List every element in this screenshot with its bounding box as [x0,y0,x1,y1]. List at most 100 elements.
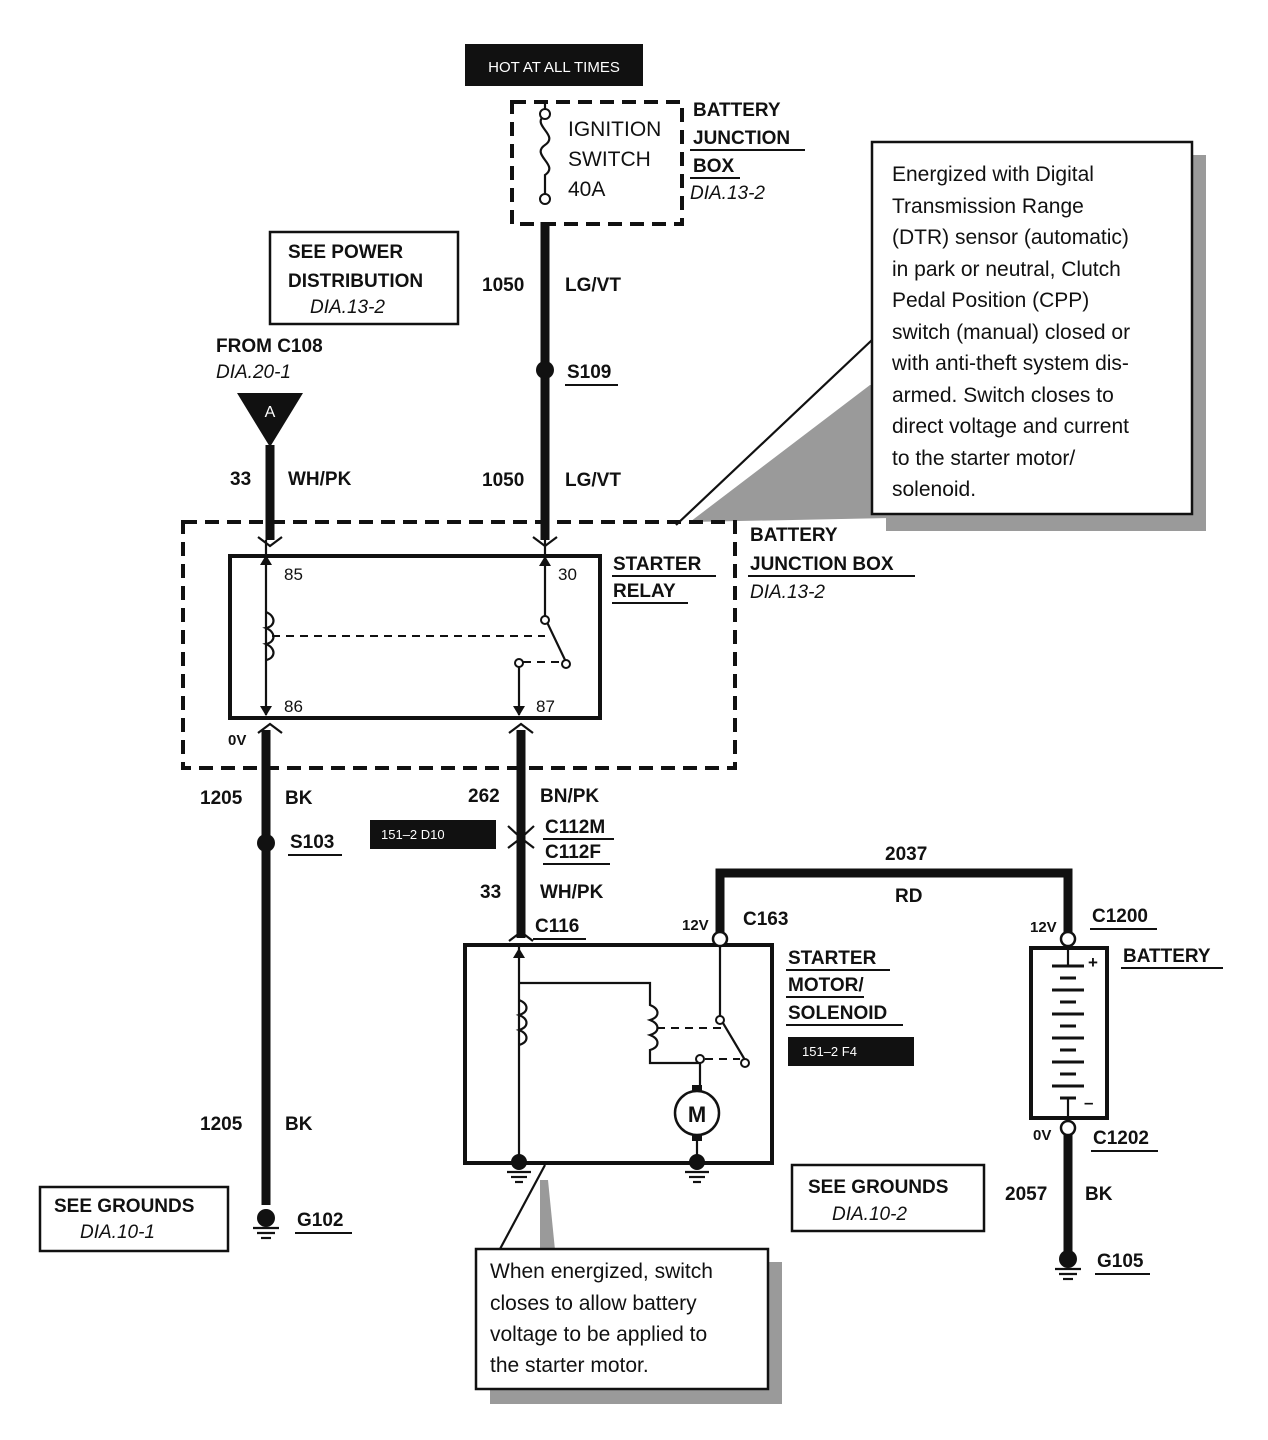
power-dist-ref: DIA.13-2 [310,297,385,318]
note-top-line1: Energized with Digital [892,163,1094,186]
note-top-line4: in park or neutral, Clutch [892,258,1121,281]
c163-label: C163 [743,909,788,930]
note-bottom: When energized, switch closes to allow b… [474,1164,782,1404]
c112m-label: C112M [545,817,605,838]
splice-s109-dot [536,361,554,379]
note-top-line3: (DTR) sensor (automatic) [892,226,1129,249]
w262-color: BN/PK [540,786,599,807]
splice-s103-label: S103 [290,832,334,853]
c1202-0v-label: 0V [1033,1127,1051,1144]
c163-12v-label: 12V [682,917,709,934]
relay-label-line1: STARTER [613,554,702,575]
note-top-line2: Transmission Range [892,195,1084,218]
relay-label-line2: RELAY [613,581,676,602]
splice-s109-label: S109 [567,362,611,383]
w2057-circuit: 2057 [1005,1184,1047,1205]
note-top-line10: to the starter motor/ [892,447,1075,470]
note-bottom-line4: the starter motor. [490,1354,649,1377]
starter-label-line3: SOLENOID [788,1003,887,1024]
w1050-top-color: LG/VT [565,275,621,296]
battery-cells-icon [1052,948,1084,1118]
see-grounds-2-line1: SEE GROUNDS [808,1177,948,1198]
ground-g105-icon [1055,1250,1081,1281]
w1205-bottom-circuit: 1205 [200,1114,243,1135]
w1205-top-circuit: 1205 [200,788,243,809]
locator-f4: 151–2 F4 [788,1037,914,1066]
ground-g105-label: G105 [1097,1251,1144,1272]
note-bottom-line2: closes to allow battery [490,1292,697,1315]
power-dist-line1: SEE POWER [288,242,403,263]
note-top-line7: with anti-theft system dis- [891,352,1129,375]
solenoid-coil-1 [515,998,528,1047]
relay-pin-85: 85 [284,565,303,584]
w1050-bottom-circuit: 1050 [482,470,524,491]
bjb-top-line2: JUNCTION [693,128,790,149]
splice-s103-dot [257,834,275,852]
relay-pin-87: 87 [536,697,555,716]
c1202-label: C1202 [1093,1128,1149,1149]
note-top: Energized with Digital Transmission Rang… [675,140,1206,531]
battery-label: BATTERY [1123,946,1211,967]
relay-pin-30: 30 [558,565,577,584]
c112f-label: C112F [545,842,601,863]
bjb-top-line1: BATTERY [693,100,781,121]
hot-at-all-times-label: HOT AT ALL TIMES [488,59,620,76]
relay-switch-contact [543,540,567,663]
fuse-label-line1: IGNITION [568,118,661,141]
starter-ground-icon-2 [685,1154,709,1184]
relay-0v-label: 0V [228,732,246,749]
bjb-mid-line1: BATTERY [750,525,838,546]
w33-bottom-color: WH/PK [540,882,604,903]
w1205-bottom-color: BK [285,1114,313,1135]
w1050-bottom-color: LG/VT [565,470,621,491]
wire-2037 [715,868,1073,938]
locator-f4-label: 151–2 F4 [802,1044,857,1059]
locator-d10: 151–2 D10 [370,820,496,849]
note-top-line8: armed. Switch closes to [892,384,1114,407]
c116-label: C116 [535,916,579,937]
starter-motor-box [463,943,774,1165]
from-c108-ref: DIA.20-1 [216,362,291,383]
c1200-label: C1200 [1092,906,1148,927]
note-bottom-line1: When energized, switch [490,1260,713,1283]
see-grounds-1-box [38,1185,230,1253]
battery-box [1029,946,1109,1120]
see-grounds-2-ref: DIA.10-2 [832,1204,907,1225]
see-power-distribution-box [268,230,460,326]
w262-circuit: 262 [468,786,500,807]
fuse-box-outline [510,100,684,226]
w2037-color: RD [895,886,922,907]
motor-label: M [688,1102,706,1127]
power-dist-line2: DISTRIBUTION [288,271,423,292]
w33-top-circuit: 33 [230,469,251,490]
note-top-line5: Pedal Position (CPP) [892,289,1089,312]
connector-a-label: A [265,404,276,421]
w1050-top-circuit: 1050 [482,275,524,296]
starter-label-line1: STARTER [788,948,877,969]
battery-plus: + [1088,953,1098,972]
w2037-circuit: 2037 [885,844,927,865]
hot-at-all-times-banner: HOT AT ALL TIMES [465,44,643,86]
w33-top-color: WH/PK [288,469,352,490]
w2057-color: BK [1085,1184,1113,1205]
see-grounds-1-ref: DIA.10-1 [80,1222,155,1243]
bjb-top-ref: DIA.13-2 [690,183,765,204]
c1200-12v-label: 12V [1030,919,1057,936]
from-c108-label: FROM C108 [216,336,323,357]
connector-a-triangle [237,393,303,447]
bjb-mid-ref: DIA.13-2 [750,582,825,603]
note-top-line11: solenoid. [892,478,976,501]
starter-relay-box [228,554,602,720]
relay-pin-86: 86 [284,697,303,716]
fuse-icon [539,102,551,198]
solenoid-coil-2 [519,981,702,1088]
w1205-top-color: BK [285,788,313,809]
fuse-label-line2: SWITCH [568,148,651,171]
see-grounds-2-box [790,1163,986,1233]
starter-ground-icon-1 [507,1154,531,1184]
bjb-mid-outline [181,520,737,770]
w33-bottom-circuit: 33 [480,882,501,903]
note-top-line9: direct voltage and current [892,415,1129,438]
ground-g102-icon [253,1209,279,1240]
